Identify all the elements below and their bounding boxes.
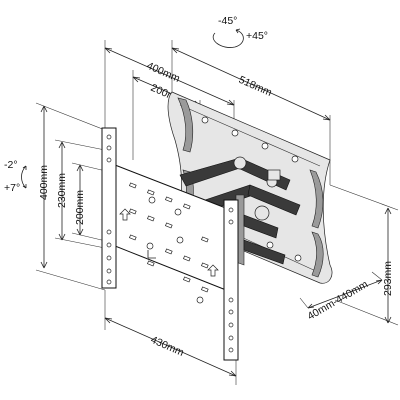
dimension-293mm-label: 293mm (382, 261, 394, 296)
articulating-arms (179, 156, 301, 266)
swivel-indicator: -45° +45° (212, 15, 268, 48)
tilt-top-label: -2° (4, 159, 18, 171)
dimension-400mm-horizontal-label: 400mm (145, 60, 182, 85)
dimension-200mm-vertical-label: 200mm (74, 190, 86, 225)
lower-arm-elbow (247, 184, 301, 216)
wall-plate (101, 127, 239, 361)
tilt-arrow-icon (21, 165, 27, 189)
arm-lower-link (243, 214, 279, 239)
dimension-400mm-vertical: 400mm (35, 102, 106, 291)
wall-plate-left-rail (101, 127, 117, 289)
swivel-arrowhead-icon (235, 28, 241, 34)
up-arrow-icon (207, 264, 219, 277)
dimension-depth-label: 40mm-440mm (306, 278, 371, 322)
swivel-right-label: +45° (246, 30, 268, 42)
dimension-400mm-vertical-label: 400mm (38, 165, 50, 200)
wall-plate-rail-holes (106, 134, 234, 353)
dimension-430mm-label: 430mm (149, 334, 186, 359)
dimension-293mm: 293mm (329, 184, 399, 326)
corner-mark-icon (147, 250, 156, 259)
arm-connector-block (267, 169, 281, 181)
frame-right-upper-arm (309, 169, 324, 229)
wall-plate-slots (129, 182, 209, 304)
dimension-200mm-vertical: 200mm (71, 162, 111, 243)
tilt-arrowhead-icon (22, 165, 27, 189)
dimension-430mm: 430mm (104, 290, 237, 385)
dimension-518mm-label: 518mm (237, 74, 274, 99)
frame-left-upper-arm (177, 97, 194, 153)
dimension-230mm-vertical-label: 230mm (56, 173, 68, 208)
dimension-230mm-vertical: 230mm (54, 139, 106, 249)
wall-plate-right-rail (223, 199, 239, 361)
tilt-bottom-label: +7° (4, 182, 20, 194)
wall-plate-arrows (119, 208, 219, 277)
arm-bottom-link (243, 239, 286, 265)
swivel-arrow-icon (212, 29, 244, 48)
swivel-left-label: -45° (218, 15, 237, 27)
frame-right-lower-arm (311, 231, 324, 278)
upper-pivot-knob (233, 156, 247, 170)
tilt-indicator: -2° +7° (4, 159, 27, 194)
center-pivot-knob (254, 205, 270, 221)
up-arrow-icon (119, 208, 131, 221)
